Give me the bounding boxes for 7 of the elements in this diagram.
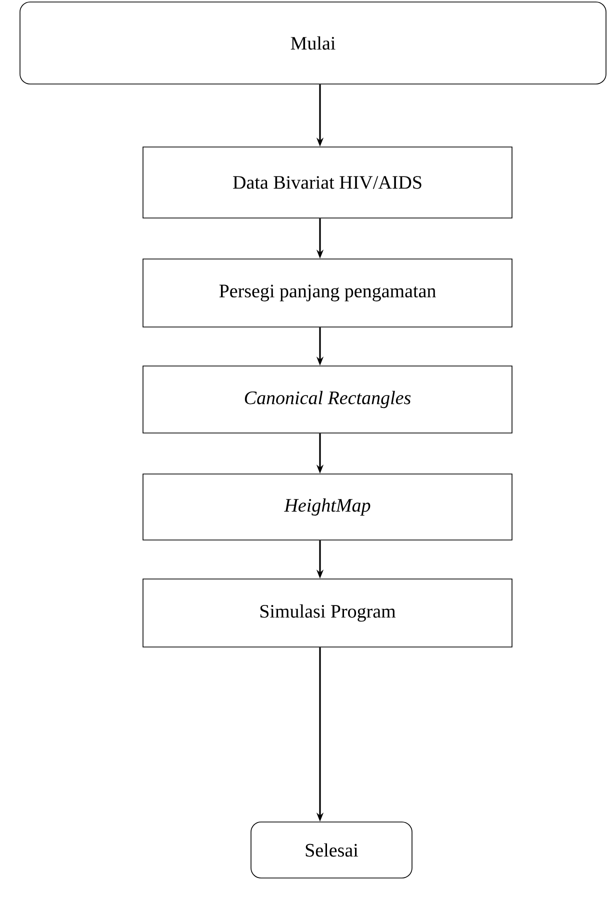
terminal-box: Mulai — [20, 2, 606, 84]
process-box: HeightMap — [142, 474, 512, 540]
process-box: Persegi panjang pengamatan — [142, 258, 512, 328]
process-box: Data Bivariat HIV/AIDS — [142, 146, 512, 218]
terminal-box: Selesai — [250, 822, 412, 878]
process-box: Simulasi Program — [142, 578, 512, 648]
process-box: Canonical Rectangles — [142, 366, 512, 434]
